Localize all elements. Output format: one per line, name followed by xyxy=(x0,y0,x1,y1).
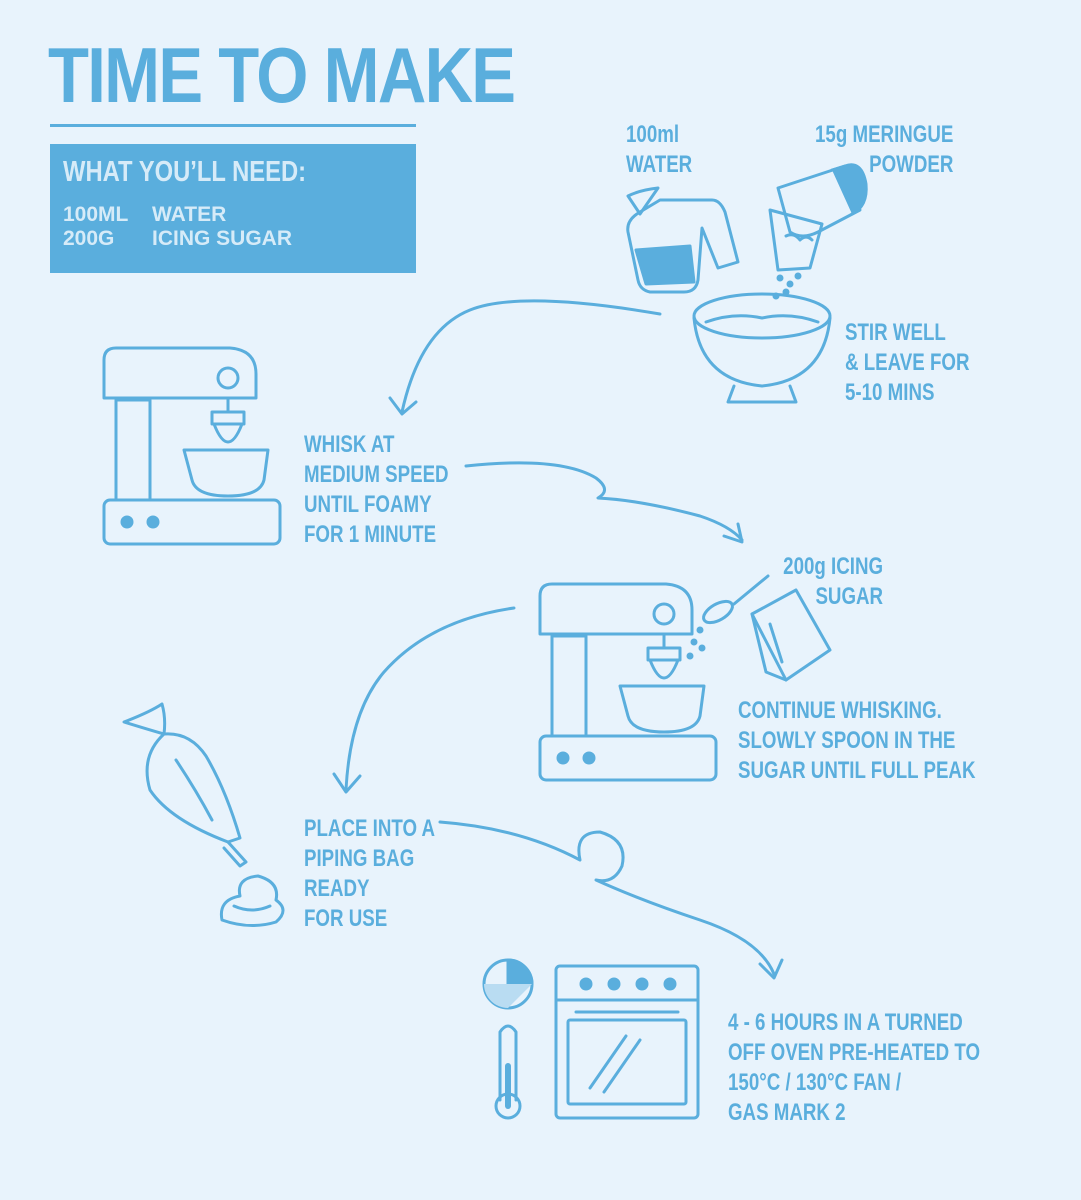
icing-sugar-label: 200g ICING SUGAR xyxy=(783,552,883,612)
ingredient-row: 200G ICING SUGAR xyxy=(63,228,292,249)
label-line: OFF OVEN PRE-HEATED TO xyxy=(728,1039,981,1066)
flow-arrow xyxy=(464,461,744,544)
meringue-tub-icon xyxy=(768,163,868,300)
bowl-icon xyxy=(692,292,832,404)
label-line: STIR WELL xyxy=(845,319,946,346)
label-line: WHISK AT xyxy=(304,431,395,458)
label-line: POWDER xyxy=(868,151,953,178)
label-line: SUGAR xyxy=(815,583,883,610)
ingredient-name: ICING SUGAR xyxy=(152,227,293,250)
title-divider xyxy=(50,124,416,127)
timer-icon xyxy=(482,958,534,1010)
label-line: READY xyxy=(304,875,370,902)
stir-instruction: STIR WELL & LEAVE FOR 5-10 MINS xyxy=(845,318,969,408)
page-title: TIME TO MAKE xyxy=(48,31,516,119)
label-line: 15g MERINGUE xyxy=(814,121,953,148)
label-line: UNTIL FOAMY xyxy=(304,491,432,518)
label-line: PLACE INTO A xyxy=(304,815,436,842)
label-line: SLOWLY SPOON IN THE xyxy=(738,727,956,754)
stand-mixer-icon xyxy=(538,582,718,782)
stand-mixer-icon xyxy=(102,346,282,546)
oven-instruction: 4 - 6 HOURS IN A TURNED OFF OVEN PRE-HEA… xyxy=(728,1008,980,1128)
whisk-instruction: WHISK AT MEDIUM SPEED UNTIL FOAMY FOR 1 … xyxy=(304,430,449,550)
label-line: 200g ICING xyxy=(783,553,883,580)
label-line: 4 - 6 HOURS IN A TURNED xyxy=(728,1009,963,1036)
oven-icon xyxy=(554,964,700,1120)
flow-arrow xyxy=(388,299,662,416)
continue-instruction: CONTINUE WHISKING. SLOWLY SPOON IN THE S… xyxy=(738,696,975,786)
label-line: PIPING BAG xyxy=(304,845,415,872)
ingredient-row: 100ML WATER xyxy=(63,204,226,225)
ingredient-qty: 100ML xyxy=(63,203,129,226)
label-line: 150°C / 130°C FAN / xyxy=(728,1069,902,1096)
ingredients-panel xyxy=(50,144,416,273)
label-line: WATER xyxy=(626,151,693,178)
label-line: & LEAVE FOR xyxy=(845,349,970,376)
label-line: FOR 1 MINUTE xyxy=(304,521,437,548)
meringue-label: 15g MERINGUE POWDER xyxy=(815,120,953,180)
water-label: 100ml WATER xyxy=(626,120,692,180)
label-line: 100ml xyxy=(626,121,680,148)
jug-icon xyxy=(626,186,740,294)
piping-bag-icon xyxy=(122,702,285,927)
thermometer-icon xyxy=(494,1024,522,1120)
ingredients-heading: WHAT YOU’LL NEED: xyxy=(63,156,307,188)
label-line: GAS MARK 2 xyxy=(728,1099,846,1126)
label-line: SUGAR UNTIL FULL PEAK xyxy=(738,757,976,784)
flow-arrow xyxy=(332,606,516,794)
label-line: FOR USE xyxy=(304,905,388,932)
piping-instruction: PLACE INTO A PIPING BAG READY FOR USE xyxy=(304,814,435,934)
label-line: MEDIUM SPEED xyxy=(304,461,449,488)
label-line: CONTINUE WHISKING. xyxy=(738,697,942,724)
flow-arrow xyxy=(438,820,784,980)
ingredient-name: WATER xyxy=(152,203,227,226)
label-line: 5-10 MINS xyxy=(845,379,935,406)
ingredient-qty: 200G xyxy=(63,227,115,250)
sugar-box-icon xyxy=(750,588,832,682)
spoon-icon xyxy=(686,574,770,660)
